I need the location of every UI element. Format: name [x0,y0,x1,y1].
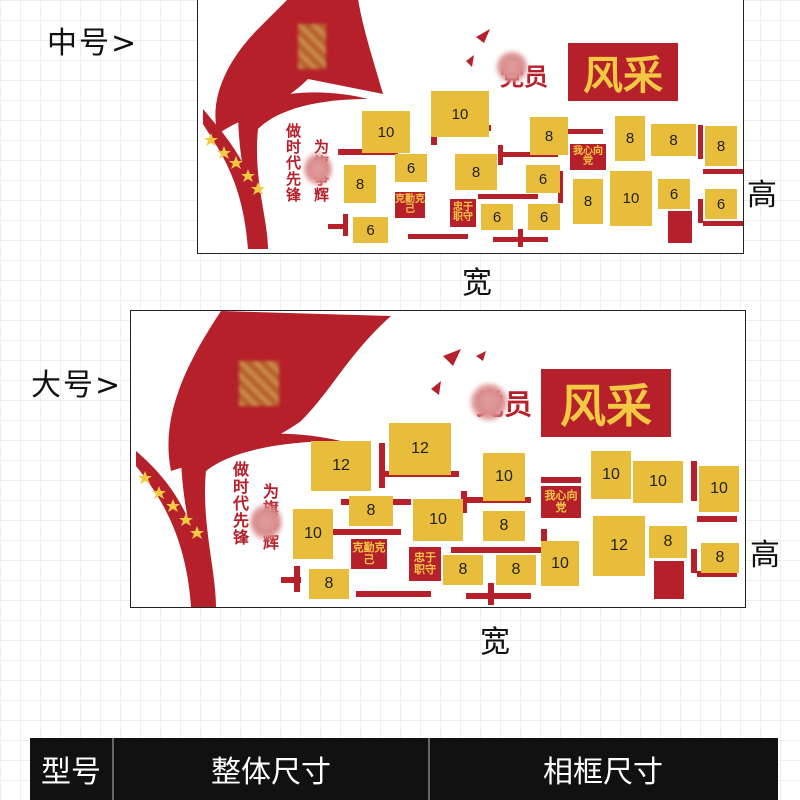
photo-frame: 10 [699,466,739,512]
photo-frame: 12 [311,441,371,491]
height-label-medium: 高 [747,178,777,213]
photo-frame: 8 [496,555,536,585]
photo-frame: 12 [389,423,451,475]
red-block [668,211,692,243]
col-frame-size: 相框尺寸 [543,755,663,790]
photo-frame: 6 [395,154,427,182]
photo-frame: 10 [591,451,631,499]
red-block [654,561,684,599]
photo-frame: 10 [610,171,652,226]
motto-1: 克勤克己 [395,192,425,218]
photo-frame: 6 [526,165,560,193]
photo-frame: 6 [658,179,690,209]
col-model: 型号 [30,738,114,800]
photo-frame: 8 [443,555,483,585]
photo-frame: 10 [362,111,410,153]
emblem-blurred [239,361,279,406]
wall-panel-large: 党员 风采 做时代先锋 为旗争辉 12 12 10 10 10 8 10 8 1… [130,310,746,608]
size-label-large: 大号> [31,368,123,403]
title-blur [496,51,528,83]
col-overall-size: 整体尺寸 [114,738,430,800]
wall-panel-medium: 党员 风采 做时代先锋 为旗争辉 10 10 8 8 6 8 8 6 8 10 … [197,0,744,254]
photo-frame: 8 [701,543,739,573]
photo-frame: 12 [593,516,645,576]
photo-frame: 6 [705,189,737,219]
title-main: 风采 [568,43,678,101]
flag-shape [136,311,486,607]
slogan-left: 做时代先锋 [230,461,249,546]
photo-frame: 8 [651,124,696,156]
spec-table-header: 型号 整体尺寸 相框尺寸 [30,738,778,800]
motto-1: 克勤克己 [351,539,387,569]
title-blur [470,383,508,421]
size-label-medium: 中号> [47,26,139,61]
photo-frame: 10 [293,509,333,559]
emblem-blurred [298,24,326,69]
photo-frame: 8 [615,116,645,161]
motto-3: 我心向党 [541,486,581,518]
motto-2: 忠于职守 [450,199,476,227]
photo-frame: 6 [528,204,560,230]
photo-frame: 8 [530,117,568,155]
slogan-blur [250,503,282,541]
dove-icon [431,349,486,395]
width-label-medium: 宽 [462,266,492,301]
photo-frame: 8 [483,511,525,541]
photo-frame: 8 [573,179,603,224]
motto-3: 我心向党 [570,144,606,170]
photo-frame: 8 [309,569,349,599]
photo-frame: 10 [633,461,683,503]
width-label-large: 宽 [480,625,510,660]
title-main: 风采 [541,369,671,437]
slogan-left: 做时代先锋 [284,123,302,203]
dove-icon [466,29,490,67]
photo-frame: 10 [483,453,525,501]
photo-frame: 8 [455,154,497,190]
photo-frame: 8 [349,496,393,526]
motto-2: 忠于职守 [409,547,441,581]
photo-frame: 10 [413,499,463,541]
height-label-large: 高 [750,538,780,573]
photo-frame: 10 [431,91,489,137]
photo-frame: 10 [541,541,579,586]
photo-frame: 8 [344,165,376,203]
photo-frame: 8 [705,126,737,166]
photo-frame: 8 [649,526,687,558]
slogan-blur [304,152,332,186]
photo-frame: 6 [481,204,513,230]
photo-frame: 6 [353,217,388,243]
